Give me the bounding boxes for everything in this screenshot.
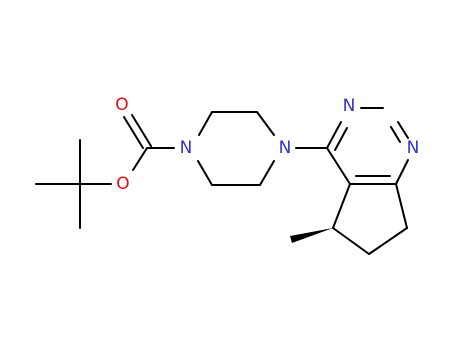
atom-oxygen-ester: O xyxy=(116,174,129,194)
bond-carbonyl-double-2 xyxy=(131,114,152,147)
atom-nitrogen-piperazine-left: N xyxy=(180,138,193,158)
atom-nitrogen-pyrimidine-top: N xyxy=(343,96,356,116)
bond-pip-n4-lower xyxy=(259,160,275,186)
bond-cp-c4a-c5 xyxy=(332,183,351,229)
bond-pip-n1-upper xyxy=(198,111,213,136)
bond-pyr-c4-n3-inner xyxy=(334,127,348,151)
bond-oester-to-carbonyl-c xyxy=(132,147,148,171)
stereo-wedge-methyl xyxy=(290,228,333,243)
bond-pyr-c4a-c4 xyxy=(326,147,351,185)
bond-pyr-n1-c7a xyxy=(395,159,409,185)
bond-cp-c6-c7 xyxy=(368,227,408,255)
bond-cp-c7-c7a xyxy=(395,183,408,229)
bond-pip-lower-n1 xyxy=(197,160,213,186)
atom-nitrogen-piperazine-right: N xyxy=(279,138,292,158)
bond-pyr-c2-n1 xyxy=(397,121,409,139)
bond-pyr-c4-n3 xyxy=(326,121,342,149)
atom-oxygen-carbonyl: O xyxy=(115,95,128,115)
bond-pip-upper-n4 xyxy=(256,111,275,136)
atom-nitrogen-pyrimidine-right: N xyxy=(407,138,420,158)
bond-cp-c5-c6 xyxy=(332,227,370,255)
bond-pyr-c2-n1-inner xyxy=(390,126,401,143)
bond-carbonyl-double-1 xyxy=(123,116,144,149)
